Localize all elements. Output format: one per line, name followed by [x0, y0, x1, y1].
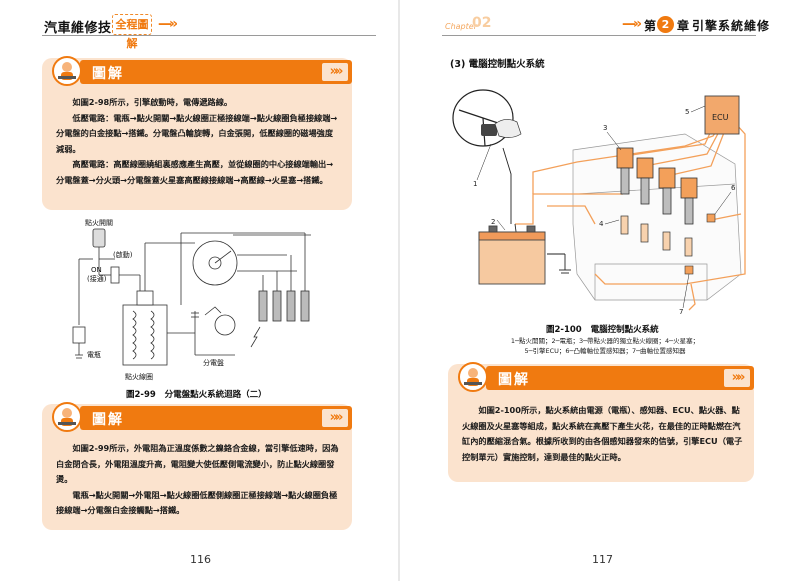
distributor-ignition-circuit-diagram: 點火開關 (啟動) ON (接通) 電瓶 點火線圈 分電盤: [72, 218, 311, 381]
label-ignition-switch: 點火開關: [85, 218, 113, 227]
paragraph: 如圖2-98所示，引擎啟動時，電傳遞路線。: [72, 97, 233, 107]
label-coil: 點火線圈: [125, 372, 153, 381]
mechanic-icon: [458, 362, 488, 392]
computer-controlled-ignition-diagram: ECU 1 2 3 4 5 6 7: [452, 89, 746, 316]
tujie-label-1: 圖解: [92, 66, 124, 82]
left-page: 汽車維修技能 全程圖解 —» »» 圖解 如圖2-98所示，引擎啟動時，電傳遞路…: [0, 0, 399, 581]
tujie-bar-2: [80, 406, 352, 430]
chapter-prefix: 第: [644, 19, 657, 33]
caption-number: 圖2-100: [546, 325, 582, 335]
label-7: 7: [679, 308, 683, 316]
ecu-label: ECU: [712, 113, 729, 122]
tujie-text-2: 如圖2-99所示，外電阻為正溫度係數之鎳鉻合金線，當引擎低速時，因為白金閉合長，…: [56, 441, 340, 519]
label-2: 2: [491, 218, 495, 226]
legend-line-2: 5─引擎ECU；6─凸輪軸位置感知器；7─曲軸位置感知器: [524, 347, 686, 355]
label-3: 3: [603, 124, 607, 132]
label-5: 5: [685, 108, 689, 116]
mechanic-icon: [52, 402, 82, 432]
series-badge: 全程圖解: [112, 14, 152, 50]
chevron-right-icon: »»: [322, 63, 348, 81]
tujie-label-2: 圖解: [92, 412, 124, 428]
header-arrow-icon: —»: [158, 16, 178, 32]
label-start: (啟動): [113, 250, 133, 259]
caption-text: 電腦控制點火系統: [590, 325, 659, 335]
label-distributor: 分電盤: [203, 358, 224, 367]
label-6: 6: [731, 184, 736, 192]
chapter-word: Chapter: [445, 22, 477, 31]
paragraph: 低壓電路：電瓶→點火開關→點火線圈正極接線端→點火線圈負極接線端→分電盤的白金接…: [56, 112, 338, 154]
tujie-text-3: 如圖2-100所示，點火系統由電源（電瓶）、感知器、ECU、點火器、點火線圈及火…: [462, 403, 744, 465]
legend-line-1: 1─點火開關；2─電瓶；3─帶點火器的獨立點火線圈；4─火星塞；: [510, 337, 700, 345]
chapter-title: 引擎系統維修: [692, 19, 771, 33]
mechanic-icon: [52, 56, 82, 86]
chapter-number-badge: 2: [657, 16, 674, 33]
tujie-bar-3: [486, 366, 754, 390]
label-on-sub: (接通): [87, 274, 107, 283]
label-battery: 電瓶: [87, 350, 101, 359]
caption-number: 圖2-99: [126, 390, 156, 400]
page-number: 117: [592, 553, 613, 566]
chevron-right-icon: »»: [724, 369, 750, 387]
right-page: Chapter 02 —» 第 2 章 引擎系統維修 (3) 電腦控制點火系統: [400, 0, 799, 581]
label-1: 1: [473, 180, 477, 188]
header-rule: [442, 35, 756, 36]
figure-caption-2-99: 圖2-99 分電盤點火系統迴路（二）: [126, 388, 267, 400]
paragraph: 如圖2-100所示，點火系統由電源（電瓶）、感知器、ECU、點火器、點火線圈及火…: [462, 405, 743, 462]
book-title: 汽車維修技能: [44, 21, 126, 36]
caption-text: 分電盤點火系統迴路（二）: [164, 390, 267, 400]
label-on: ON: [91, 266, 102, 274]
paragraph: 高壓電路：高壓線圈繞組裏感應產生高壓，並從線圈的中心接線端輸出→分電盤蓋→分火頭…: [56, 159, 334, 185]
label-4: 4: [599, 220, 604, 228]
figure-caption-2-100: 圖2-100 電腦控制點火系統: [546, 323, 659, 335]
chapter-number-ghost: 02: [472, 15, 492, 31]
page-number: 116: [190, 553, 211, 566]
header-rule: [42, 35, 376, 36]
figure-legend: 1─點火開關；2─電瓶；3─帶點火器的獨立點火線圈；4─火星塞； 5─引擎ECU…: [460, 336, 750, 356]
chevron-right-icon: »»: [322, 409, 348, 427]
tujie-text-1: 如圖2-98所示，引擎啟動時，電傳遞路線。 低壓電路：電瓶→點火開關→點火線圈正…: [56, 95, 340, 188]
paragraph: 電瓶→點火開關→外電阻→點火線圈低壓側線圈正極接線端→點火線圈負極接線端→分電盤…: [56, 489, 338, 516]
chapter-suffix: 章: [677, 19, 690, 33]
page-gutter: [398, 0, 400, 581]
paragraph: 如圖2-99所示，外電阻為正溫度係數之鎳鉻合金線，當引擎低速時，因為白金閉合長，…: [56, 443, 339, 484]
tujie-label-3: 圖解: [498, 372, 530, 388]
header-arrow-icon: —»: [622, 16, 642, 32]
tujie-bar-1: [80, 60, 352, 84]
section-title: (3) 電腦控制點火系統: [450, 59, 545, 70]
